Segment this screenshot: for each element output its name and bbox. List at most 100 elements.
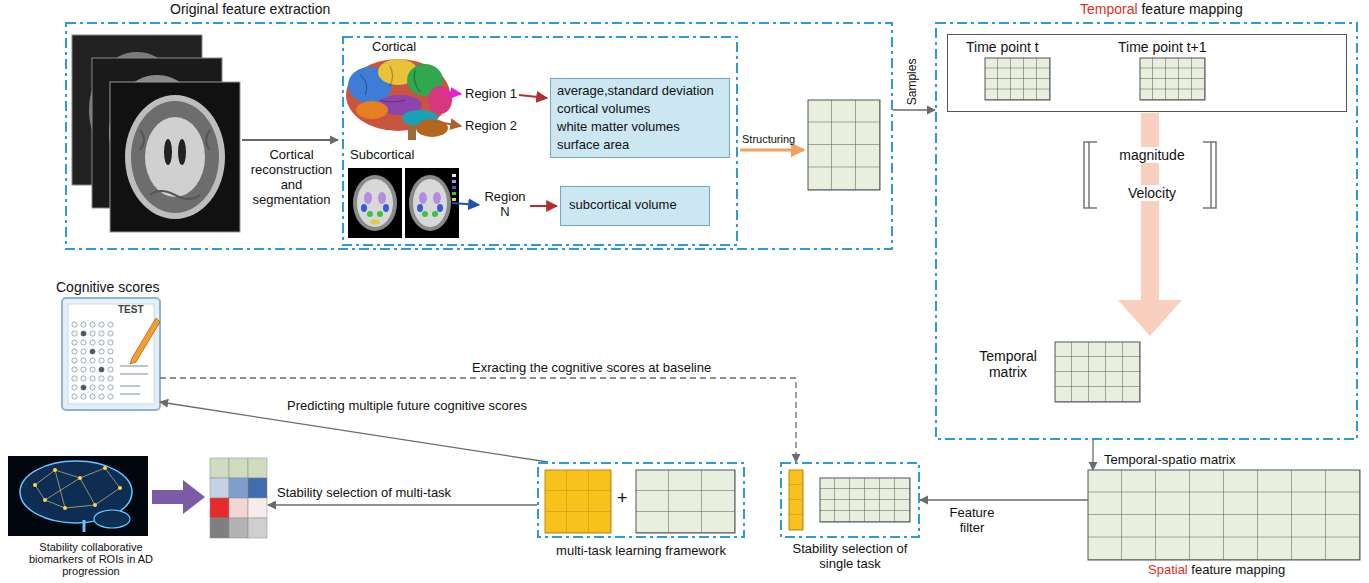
multi-task-matrices <box>545 470 611 533</box>
heatmap <box>248 498 267 518</box>
dashed-outline <box>538 463 744 537</box>
subcortical-brain <box>361 204 367 212</box>
brain-network <box>78 476 82 480</box>
dashed-outline <box>780 462 920 538</box>
single-task-matrices <box>820 478 910 522</box>
subcortical-brain <box>357 179 393 227</box>
heatmap <box>210 478 229 498</box>
heatmap <box>152 458 267 538</box>
time-point-matrices <box>1140 58 1205 100</box>
subcortical-brain <box>432 211 438 217</box>
single-task-matrices <box>789 470 803 530</box>
temporal-spatio-matrix <box>1088 470 1360 560</box>
subcortical-brain <box>413 179 447 227</box>
multi-task-matrices <box>545 470 611 533</box>
mapping-arrow <box>1084 113 1216 336</box>
time-point-matrices <box>985 58 1050 100</box>
edge-label: Feature filter <box>935 506 1009 536</box>
time-point-box: Time point tTime point t+1 <box>947 34 1347 112</box>
temporal-matrix <box>1055 342 1140 402</box>
sample-matrix <box>808 100 880 190</box>
subcortical-brain <box>367 211 373 217</box>
score-sheet-drawing <box>70 320 115 401</box>
temporal-matrix <box>1055 342 1140 402</box>
heatmap <box>248 518 267 538</box>
mapping-arrow <box>1084 142 1097 208</box>
time-point-matrices <box>985 58 1050 100</box>
edge-label: Predicting multiple future cognitive sco… <box>285 399 529 414</box>
heatmap <box>248 478 267 498</box>
matrix-grid: Temporal matrix <box>1055 342 1140 402</box>
arrow-label: Cortical reconstruction and segmentation <box>244 148 339 208</box>
mri-slices <box>178 139 186 165</box>
temporal-spatio-matrix <box>1088 470 1360 560</box>
cortical-brain <box>440 92 461 94</box>
subcortical-brain <box>419 192 427 204</box>
time-point-matrices <box>985 58 1205 100</box>
cortical-brain <box>428 86 452 114</box>
region-arrows <box>530 205 557 207</box>
brain-network <box>33 483 37 487</box>
mri-slices <box>110 82 240 232</box>
node-text: Stability collaborative biomarkers of RO… <box>16 541 166 577</box>
dashed-outline <box>936 23 1357 439</box>
multi-task-matrices <box>636 470 735 533</box>
edge-label: Samples <box>906 59 920 106</box>
cortical-brain <box>346 59 461 140</box>
score-sheet-drawing <box>62 298 160 410</box>
multi-task-matrices <box>545 470 735 533</box>
connector <box>920 499 1088 500</box>
dashed-outline <box>343 37 737 245</box>
mri-slices <box>140 130 210 199</box>
subcortical-brain <box>383 204 389 212</box>
brain-network <box>63 506 67 510</box>
biomarker-figure: Stability collaborative biomarkers of RO… <box>8 456 268 540</box>
heatmap <box>229 498 248 518</box>
subcortical-brain <box>417 204 423 212</box>
score-sheet-drawing <box>130 318 160 364</box>
node-text: Temporal matrix <box>973 348 1043 380</box>
brain-network <box>43 498 47 502</box>
time-point-matrices <box>1140 58 1205 100</box>
brain-network <box>93 503 97 507</box>
sample-matrix <box>808 100 880 190</box>
score-sheet-drawing <box>99 367 104 372</box>
single-task-matrices <box>820 478 910 522</box>
subcortical-brain <box>364 192 372 204</box>
node-text: multi-task learning framework <box>537 544 745 559</box>
connector <box>160 378 796 462</box>
score-sheet-drawing <box>81 385 86 390</box>
region-label: Region 2 <box>465 119 517 134</box>
subcortical-brain <box>377 211 383 217</box>
connector <box>268 504 537 505</box>
region-arrows <box>740 149 804 152</box>
single-task-matrices <box>789 470 803 530</box>
mri-slices <box>131 101 219 213</box>
single-task-matrices <box>820 478 910 522</box>
sheet-word: TEST <box>118 304 144 316</box>
dashed-panel: Temporal feature mappingTime point tTime… <box>935 22 1358 440</box>
score-sheet-drawing <box>81 331 86 336</box>
dashed-outline <box>781 463 919 537</box>
highlight-word: Temporal <box>1080 1 1138 17</box>
node-text: Time point t+1 <box>1118 39 1207 55</box>
edge-label: Stability selection of multi-task <box>275 486 453 501</box>
heatmap <box>210 518 229 538</box>
mri-slices <box>72 35 338 232</box>
temporal-spatio-matrix <box>1088 470 1360 560</box>
subcortical-brain <box>409 175 451 231</box>
node-text: surface area <box>557 138 629 153</box>
subcortical-brain <box>452 180 456 183</box>
subcortical-brain <box>353 175 397 231</box>
brain-network <box>83 520 86 532</box>
matrix-grid: Temporal-spatio matrixSpatial feature ma… <box>1088 470 1360 560</box>
heatmap <box>229 478 248 498</box>
multi-task-matrices <box>636 470 735 533</box>
dashed-outline <box>537 462 745 538</box>
cortical-brain <box>408 125 416 140</box>
temporal-spatio-matrix <box>1088 470 1360 560</box>
dashed-panel: Stability selection of single task <box>780 462 920 538</box>
sample-matrix <box>808 100 880 190</box>
sheet-title: Cognitive scores <box>56 279 160 295</box>
